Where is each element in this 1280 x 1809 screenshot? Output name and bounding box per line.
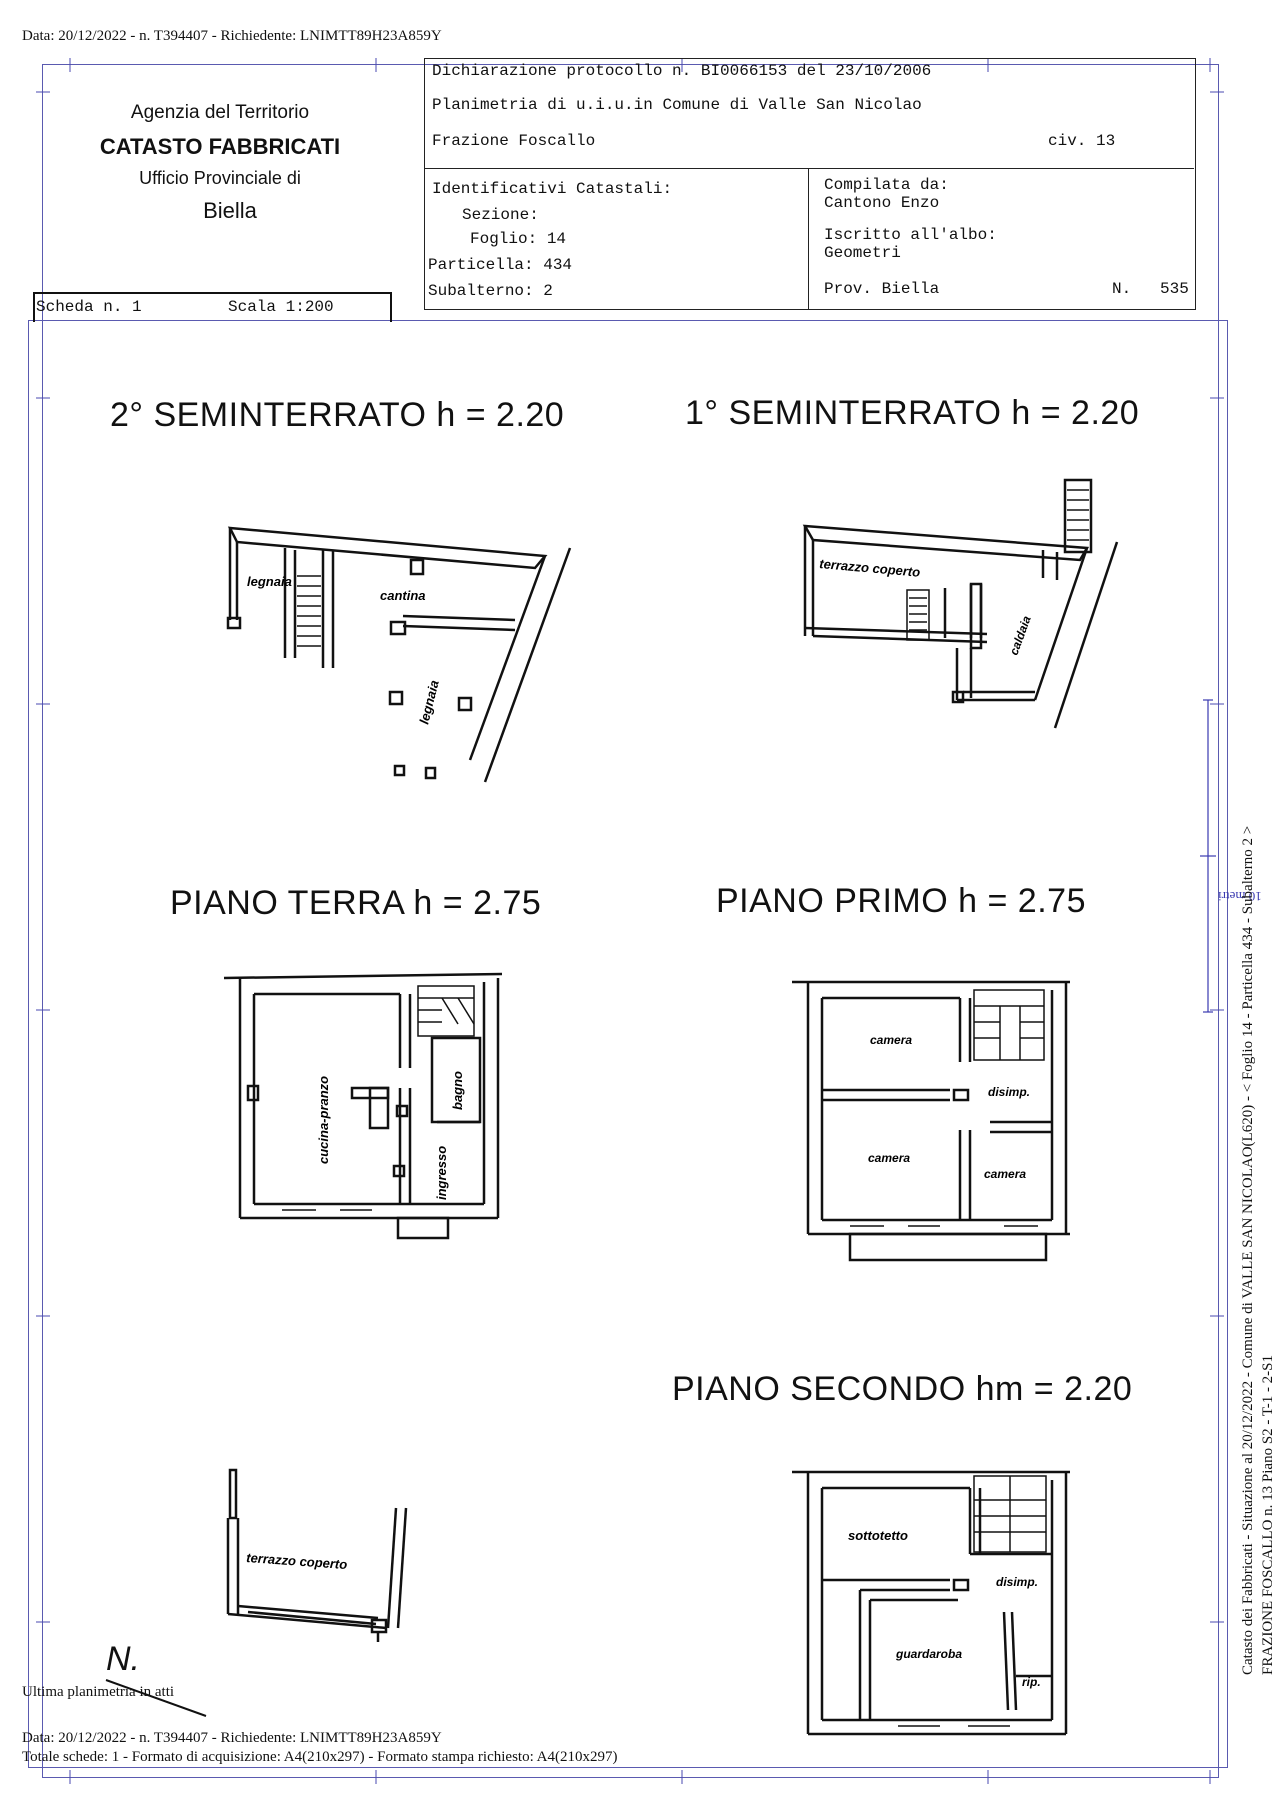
room-camera-2: camera <box>868 1151 910 1165</box>
title-piano-terra: PIANO TERRA h = 2.75 <box>170 884 542 922</box>
header-divider <box>424 168 1194 169</box>
room-legnaia-2: legnaia <box>416 679 441 726</box>
catasto-title: CATASTO FABBRICATI <box>99 134 341 159</box>
agency-name: Agenzia del Territorio <box>130 102 310 123</box>
numero-label: N. <box>1112 280 1132 298</box>
footer-totale: Totale schede: 1 - Formato di acquisizio… <box>22 1749 618 1765</box>
provincia-label: Prov. Biella <box>824 280 940 298</box>
numero-value: 535 <box>1160 280 1189 298</box>
room-cucina-pranzo: cucina-pranzo <box>316 1076 331 1164</box>
planimetria-line: Planimetria di u.i.u.in Comune di Valle … <box>432 96 922 114</box>
side-situation-text: Catasto dei Fabbricati - Situazione al 2… <box>1240 825 1256 1675</box>
albo-value: Geometri <box>824 244 901 262</box>
identificativi-label: Identificativi Catastali: <box>432 180 673 198</box>
compilata-label: Compilata da: <box>824 176 949 194</box>
civico-line: civ. 13 <box>1048 132 1116 150</box>
top-request-line: Data: 20/12/2022 - n. T394407 - Richiede… <box>22 28 442 44</box>
plan-piano-secondo: sottotetto disimp. guardaroba rip. <box>792 1470 1070 1736</box>
sezione-label: Sezione: <box>462 206 539 224</box>
title-piano-primo: PIANO PRIMO h = 2.75 <box>716 882 1086 920</box>
room-caldaia: caldaia <box>1007 614 1034 657</box>
room-ripostiglio: rip. <box>1022 1675 1041 1689</box>
ufficio-label: Ufficio Provinciale di <box>139 168 301 188</box>
title-1-seminterrato: 1° SEMINTERRATO h = 2.20 <box>685 394 1140 432</box>
frazione-line: Frazione Foscallo <box>432 132 596 150</box>
scala-label: Scala 1:200 <box>228 298 334 316</box>
room-disimpegno: disimp. <box>988 1085 1030 1099</box>
foglio-label: Foglio: 14 <box>470 230 567 248</box>
drawing-frame <box>28 320 1228 1768</box>
city-label: Biella <box>203 198 257 223</box>
side-address-text: FRAZIONE FOSCALLO n. 13 Piano S2 - T-1 -… <box>1260 1354 1276 1675</box>
subalterno-label: Subalterno: 2 <box>428 282 553 300</box>
room-terrazzo-coperto-2: terrazzo coperto <box>246 1550 348 1572</box>
room-disimpegno-2: disimp. <box>996 1575 1038 1589</box>
room-ingresso: ingresso <box>434 1146 449 1200</box>
room-bagno: bagno <box>450 1071 465 1110</box>
header-info-box <box>424 58 1196 310</box>
plan-piano-primo: camera disimp. camera camera <box>792 980 1070 1262</box>
plan-terrazzo-coperto: terrazzo coperto <box>226 1468 408 1642</box>
room-camera-1: camera <box>870 1033 912 1047</box>
compilatore-name: Cantono Enzo <box>824 194 940 212</box>
footer-ultima: Ultima planimetria in atti <box>22 1684 175 1700</box>
scheda-box <box>33 292 392 322</box>
title-2-seminterrato: 2° SEMINTERRATO h = 2.20 <box>110 396 565 434</box>
room-legnaia: legnaia <box>247 574 292 589</box>
room-camera-3: camera <box>984 1167 1026 1181</box>
room-terrazzo-coperto: terrazzo coperto <box>819 556 921 580</box>
north-label: N. <box>106 1640 140 1678</box>
room-cantina: cantina <box>380 588 426 603</box>
particella-label: Particella: 434 <box>428 256 573 274</box>
room-guardaroba: guardaroba <box>895 1647 962 1661</box>
plan-piano-terra: cucina-pranzo bagno ingresso <box>223 972 503 1240</box>
footer-data: Data: 20/12/2022 - n. T394407 - Richiede… <box>22 1730 442 1746</box>
header-vertical-divider <box>808 168 809 309</box>
outer-frame <box>42 64 1219 1778</box>
room-sottotetto: sottotetto <box>848 1528 908 1543</box>
title-piano-secondo: PIANO SECONDO hm = 2.20 <box>672 1370 1133 1408</box>
dichiarazione-line: Dichiarazione protocollo n. BI0066153 de… <box>432 62 932 80</box>
plan-2-seminterrato: legnaia cantina legnaia <box>226 526 572 783</box>
iscritto-label: Iscritto all'albo: <box>824 226 997 244</box>
plan-1-seminterrato: terrazzo coperto caldaia <box>802 478 1119 729</box>
north-arrow-icon <box>105 1679 207 1717</box>
scheda-number: Scheda n. 1 <box>36 298 142 316</box>
